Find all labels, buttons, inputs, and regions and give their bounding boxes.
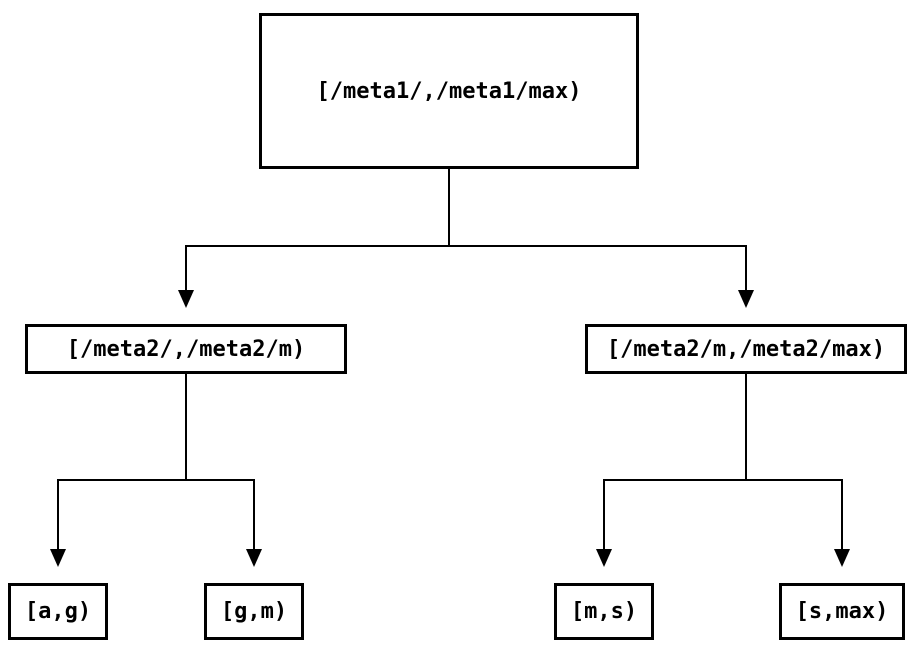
connector-leaf-g-m-drop [253,479,255,549]
tree-node-meta2-left: [/meta2/,/meta2/m) [25,324,347,374]
arrowhead-level1-left-icon [178,290,194,308]
connector-leaf-a-g-drop [57,479,59,549]
connector-right-subtree-stem [745,374,747,480]
connector-level1-left-drop [185,245,187,290]
arrowhead-leaf-a-g-icon [50,549,66,567]
connector-leaf-m-s-drop [603,479,605,549]
tree-node-leaf-g-m: [g,m) [204,583,304,640]
tree-node-leaf-s-max: [s,max) [779,583,905,640]
arrowhead-leaf-g-m-icon [246,549,262,567]
connector-right-subtree-rail [603,479,843,481]
connector-left-subtree-stem [185,374,187,480]
connector-leaf-s-max-drop [841,479,843,549]
connector-left-subtree-rail [57,479,255,481]
arrowhead-leaf-s-max-icon [834,549,850,567]
tree-node-leaf-m-s: [m,s) [554,583,654,640]
tree-node-root: [/meta1/,/meta1/max) [259,13,639,169]
tree-node-meta2-right: [/meta2/m,/meta2/max) [585,324,907,374]
connector-root-stem [448,169,450,246]
arrowhead-leaf-m-s-icon [596,549,612,567]
arrowhead-level1-right-icon [738,290,754,308]
connector-level1-right-drop [745,245,747,290]
tree-node-leaf-a-g: [a,g) [8,583,108,640]
connector-level1-rail [185,245,747,247]
